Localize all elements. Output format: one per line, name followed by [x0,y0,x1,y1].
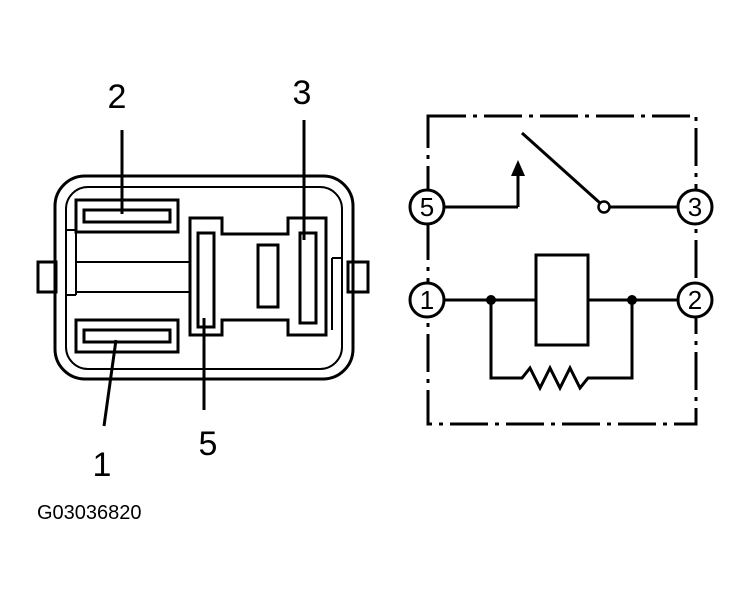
pin-5-label: 5 [420,192,434,222]
pin-2-label: 2 [688,285,702,315]
right-tab [346,260,370,294]
terminal-3-blade [298,231,318,325]
figure-code: G03036820 [37,502,142,524]
center-slot [256,243,280,309]
connector-label-3: 3 [293,74,312,112]
pin-1-circle [408,281,446,319]
terminal-block [188,216,328,337]
pin-3-circle [676,188,714,226]
terminal-1-blade [82,328,172,344]
connector-label-2: 2 [108,78,127,116]
relay-coil [534,253,590,347]
terminal-2-blade [82,208,172,224]
terminal-2-cavity [74,198,180,234]
leader-line-1 [102,339,118,427]
connector-label-5: 5 [199,425,218,463]
connector-label-1: 1 [93,446,112,484]
left-tab [36,260,58,294]
contact-arrow [511,160,525,176]
connector-face-view: 2 3 5 1 [36,74,370,484]
pin-5-circle [408,188,446,226]
resistor-branch [489,300,634,392]
switch-pivot [597,200,611,214]
pin-3-label: 3 [688,192,702,222]
terminal-1-cavity [74,318,180,354]
pin-2-circle [676,281,714,319]
relay-schematic: 5 3 1 2 [408,114,714,426]
pin-1-label: 1 [420,285,434,315]
terminal-5-blade [196,231,216,329]
relay-enclosure [426,114,698,426]
switch-blade [520,131,602,205]
